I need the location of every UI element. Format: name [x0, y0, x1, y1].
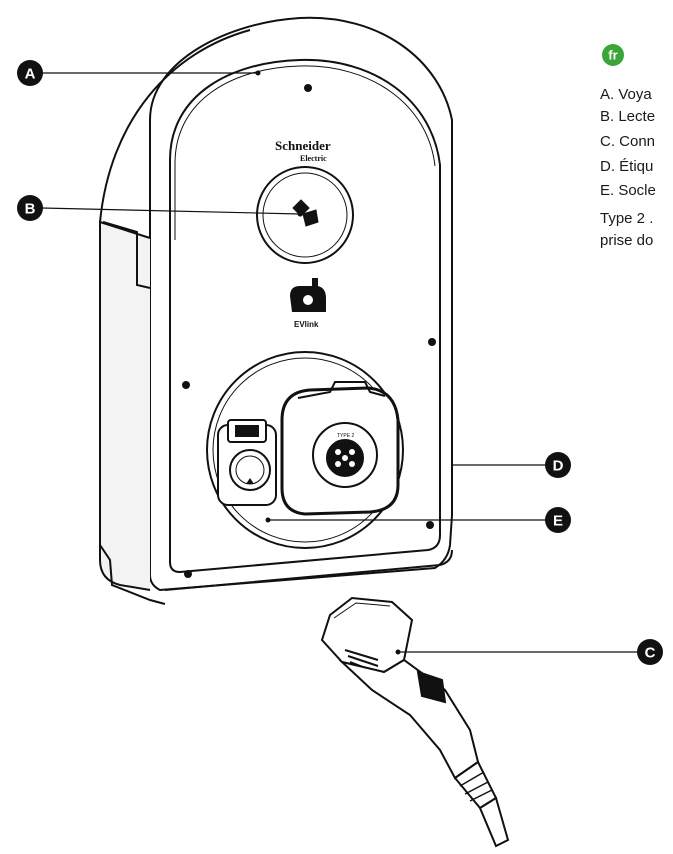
- callout-a: A: [17, 60, 43, 86]
- socket-base: TYPE 2: [206, 351, 404, 549]
- legend-item-d: D. Étiqu: [600, 158, 653, 175]
- evlink-logo: EVlink: [290, 278, 326, 329]
- station-front-inner-edge: [174, 65, 436, 240]
- callout-leaders: [41, 72, 638, 653]
- legend-note-line: prise do: [600, 232, 653, 249]
- station-left-side: [99, 220, 151, 591]
- station-bottom-left: [99, 544, 166, 605]
- callout-d: D: [545, 452, 571, 478]
- socket-type-label: TYPE 2: [337, 433, 354, 439]
- callout-letter: D: [553, 458, 564, 475]
- screw: [428, 338, 436, 346]
- leader-dot: [255, 70, 261, 76]
- legend-item-e: E. Socle: [600, 182, 656, 199]
- callout-letter: E: [553, 513, 563, 530]
- language-badge-label: fr: [608, 48, 617, 63]
- connector-body: [338, 658, 480, 780]
- screw: [182, 381, 190, 389]
- connector-cable: [478, 796, 510, 848]
- callout-letter: B: [25, 201, 36, 218]
- callout-letter: A: [25, 66, 36, 83]
- legend-note-line: Type 2 .: [600, 210, 653, 227]
- brand-subname: Electric: [300, 154, 327, 163]
- callout-e: E: [545, 507, 571, 533]
- leader-dot: [297, 211, 303, 217]
- leader-dot: [395, 649, 401, 655]
- connector-head: [320, 596, 414, 674]
- callout-b: B: [17, 195, 43, 221]
- callout-c: C: [637, 639, 663, 665]
- legend-item-a: A. Voya: [600, 86, 652, 103]
- brand-name: Schneider: [275, 138, 331, 153]
- screw: [304, 84, 312, 92]
- station-left-notch: [102, 221, 151, 289]
- type2-socket-lid: [297, 381, 386, 399]
- leader-dot: [265, 517, 271, 523]
- leader-b: [41, 207, 301, 215]
- product-label: EVlink: [294, 320, 319, 329]
- language-badge: fr: [602, 44, 624, 66]
- callout-letter: C: [645, 645, 656, 662]
- charging-connector: [320, 596, 510, 848]
- station-bottom-lip: [164, 549, 453, 591]
- screw: [184, 570, 192, 578]
- panel-screws: [182, 84, 436, 578]
- legend-item-c: C. Conn: [600, 133, 655, 150]
- screw: [426, 521, 434, 529]
- legend-item-b: B. Lecte: [600, 108, 655, 125]
- connector-button-grid: [416, 670, 447, 704]
- legend: A. Voya B. Lecte C. Conn D. Étiqu E. Soc…: [600, 86, 656, 249]
- station-left-groove: [99, 29, 251, 223]
- rfid-reader: [256, 166, 354, 264]
